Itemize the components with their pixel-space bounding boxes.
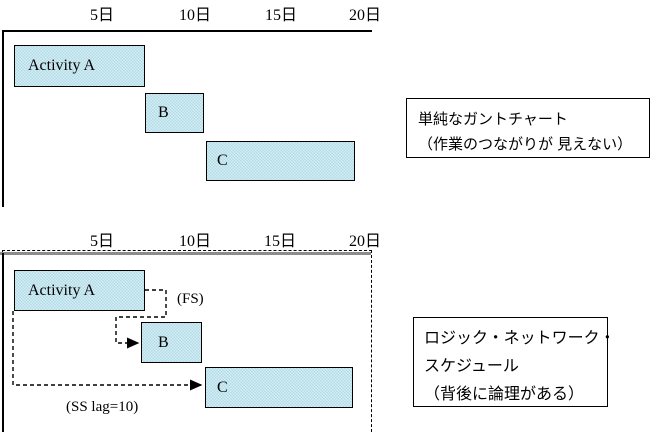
axis-tick-label-15d: 15日	[263, 233, 297, 250]
task-bar-b: B	[141, 322, 202, 363]
task-bar-label: C	[217, 152, 228, 169]
caption-line: （背後に論理がある）	[424, 386, 585, 403]
task-bar-activity-a: Activity A	[14, 45, 145, 87]
axis-tick-label-10d: 10日	[178, 233, 212, 250]
task-bar-activity-a: Activity A	[14, 270, 145, 311]
caption-line: ロジック・ネットワーク・	[424, 330, 616, 347]
axis-tick-label-15d: 15日	[264, 7, 298, 24]
axis-tick-label-5d: 5日	[89, 233, 115, 250]
caption-box-simple-gantt: 単純なガントチャート （作業のつながりが 見えない）	[406, 98, 650, 158]
ss-link-label: (SS lag=10)	[66, 399, 139, 415]
axis-tick-label-5d: 5日	[89, 7, 115, 24]
task-bar-c: C	[206, 141, 355, 181]
task-bar-label: B	[158, 333, 169, 351]
task-bar-label: B	[158, 104, 169, 121]
caption-line: 単純なガントチャート	[418, 111, 568, 128]
axis-tick-label-10d: 10日	[178, 7, 212, 24]
task-bar-label: C	[217, 378, 228, 396]
task-bar-label: Activity A	[28, 57, 96, 74]
task-bar-b: B	[145, 93, 204, 133]
caption-line: （作業のつながりが 見えない）	[418, 136, 633, 153]
timeline-axis-vertical	[2, 253, 4, 432]
caption-line: スケジュール	[424, 358, 519, 375]
timeline-axis-horizontal	[2, 30, 372, 32]
timeline-axis-horizontal	[0, 252, 371, 255]
timeline-axis-vertical	[2, 30, 4, 207]
task-bar-label: Activity A	[28, 281, 96, 299]
caption-box-logic-network: ロジック・ネットワーク・ スケジュール （背後に論理がある）	[413, 317, 616, 407]
fs-link-label: (FS)	[177, 291, 204, 307]
task-bar-c: C	[205, 367, 353, 408]
axis-tick-label-20d: 20日	[348, 7, 382, 24]
axis-tick-label-20d: 20日	[348, 233, 382, 250]
